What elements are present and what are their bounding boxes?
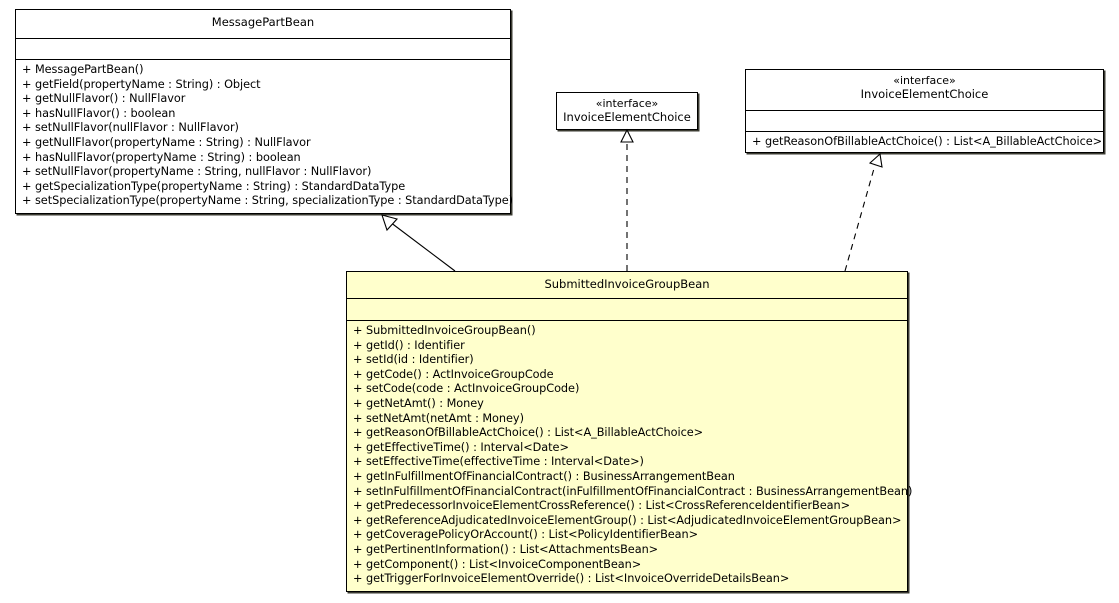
attributes-compartment-message-part-bean	[16, 38, 510, 59]
operations-compartment-invoice-element-choice-large: + getReasonOfBillableActChoice() : List<…	[746, 131, 1103, 153]
operation-item: + getEffectiveTime() : Interval<Date>	[353, 440, 569, 454]
interface-name-invoice-element-choice-small: «interface» InvoiceElementChoice	[557, 93, 697, 131]
operation-item: + setNetAmt(netAmt : Money)	[353, 411, 524, 425]
operation-item: + setSpecializationType(propertyName : S…	[22, 194, 514, 208]
operation-item: + setId(id : Identifier)	[353, 353, 474, 367]
class-name-submitted-invoice-group-bean: SubmittedInvoiceGroupBean	[544, 277, 710, 291]
operation-item: + getPredecessorInvoiceElementCrossRefer…	[353, 499, 851, 513]
operation-item: + getReasonOfBillableActChoice() : List<…	[752, 135, 1103, 148]
operation-item: + getCode() : ActInvoiceGroupCode	[353, 367, 554, 381]
operations-compartment-message-part-bean: + MessagePartBean() + getField(propertyN…	[16, 59, 514, 213]
class-name-message-part-bean: MessagePartBean	[211, 15, 315, 29]
class-box-message-part-bean[interactable]: MessagePartBean + MessagePartBean() + ge…	[15, 9, 514, 214]
operation-item: + getPertinentInformation() : List<Attac…	[353, 542, 659, 556]
operation-item: + getReasonOfBillableActChoice() : List<…	[353, 426, 704, 440]
operation-item: + getComponent() : List<InvoiceComponent…	[353, 557, 642, 571]
interface-name-label: InvoiceElementChoice	[860, 87, 989, 101]
edge-realization-invoice-element-choice-small	[620, 128, 634, 271]
operation-item: + getReferenceAdjudicatedInvoiceElementG…	[353, 513, 902, 527]
stereotype-label: «interface»	[595, 97, 659, 110]
class-box-submitted-invoice-group-bean[interactable]: SubmittedInvoiceGroupBean + SubmittedInv…	[346, 271, 913, 592]
operation-item: + getInFulfillmentOfFinancialContract() …	[353, 469, 735, 483]
interface-box-invoice-element-choice-large[interactable]: «interface» InvoiceElementChoice + getRe…	[745, 69, 1104, 153]
operation-item: + SubmittedInvoiceGroupBean()	[353, 324, 536, 337]
interface-box-invoice-element-choice-small[interactable]: «interface» InvoiceElementChoice	[556, 92, 698, 130]
interface-name-invoice-element-choice-large: «interface» InvoiceElementChoice	[746, 70, 1103, 110]
edge-realization-invoice-element-choice-large	[844, 152, 883, 272]
attributes-compartment-invoice-element-choice-large	[746, 110, 1103, 131]
attributes-compartment-submitted-invoice-group-bean	[347, 298, 907, 320]
operation-item: + getCoveragePolicyOrAccount() : List<Po…	[353, 528, 699, 542]
operation-item: + setInFulfillmentOfFinancialContract(in…	[353, 484, 913, 498]
operation-item: + getTriggerForInvoiceElementOverride() …	[353, 572, 790, 586]
interface-name-label: InvoiceElementChoice	[563, 110, 691, 124]
operation-item: + setEffectiveTime(effectiveTime : Inter…	[353, 455, 644, 469]
operation-item: + getField(propertyName : String) : Obje…	[22, 77, 261, 91]
operation-item: + setNullFlavor(nullFlavor : NullFlavor)	[22, 121, 239, 135]
operations-compartment-submitted-invoice-group-bean: + SubmittedInvoiceGroupBean() + getId() …	[347, 320, 913, 591]
operation-item: + getNullFlavor(propertyName : String) :…	[22, 135, 311, 149]
operation-item: + setNullFlavor(propertyName : String, n…	[22, 165, 372, 179]
stereotype-label: «interface»	[893, 74, 956, 87]
operation-item: + getSpecializationType(propertyName : S…	[22, 179, 406, 193]
operation-item: + getId() : Identifier	[353, 338, 465, 352]
operation-item: + getNullFlavor() : NullFlavor	[22, 92, 186, 106]
operation-item: + hasNullFlavor(propertyName : String) :…	[22, 150, 301, 164]
operation-item: + MessagePartBean()	[22, 63, 144, 76]
operation-item: + hasNullFlavor() : boolean	[22, 106, 176, 120]
operation-item: + getNetAmt() : Money	[353, 396, 484, 410]
edge-generalization-message-part-bean	[381, 214, 456, 272]
operation-item: + setCode(code : ActInvoiceGroupCode)	[353, 382, 580, 396]
